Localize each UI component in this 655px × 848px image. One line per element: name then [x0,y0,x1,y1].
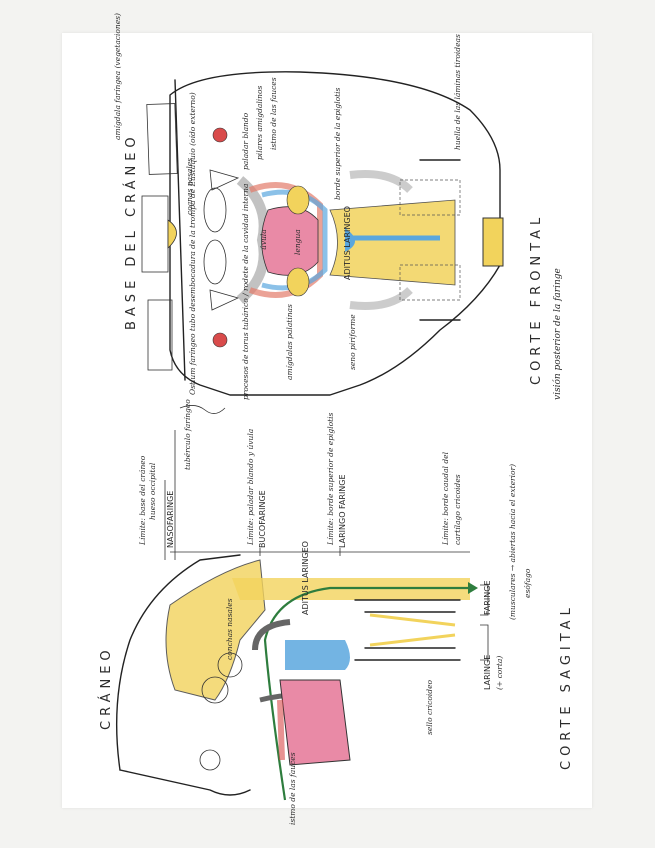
choana-left [204,188,226,232]
label-esofago-note: (musculares → abiertas hacia el exterior… [508,464,517,620]
sagittal-title: CORTE SAGITAL [559,603,574,770]
label-piriform: seno piriforme [348,314,357,370]
label-soft-palate: paladar blando [241,112,250,170]
label-palatine-tonsils: amígdalas palatinas [285,304,294,380]
label-laringe-sub: (+ corta) [495,656,504,690]
label-faringe: FARINGE [483,581,492,616]
label-epiglottis-edge: borde superior de la epiglotis [333,87,342,200]
tongue-sagittal [280,680,350,765]
tongue-base-blue [285,640,350,670]
tube-ostium-left [213,128,227,142]
limit-naso: Límite: base del cráneo [138,455,147,546]
skull-label: CRÁNEO [98,645,114,730]
frontal-section: BASE DEL CRÁNEO CORTE FRONTAL visión pos… [113,13,563,400]
tongue-red [280,700,282,760]
torus-left [210,170,238,190]
label-thyroid-imprint: huella de las láminas tiroideas [453,34,462,150]
label-torus: procesos de torus tubárico / rodete de l… [241,184,250,400]
sagittal-section: CORTE SAGITAL CRÁNEO NASOFARINGE BUCOFAR… [98,399,574,825]
tube-ostium-right [213,333,227,347]
larynx-lines [355,600,460,660]
label-tongue: lengua [293,229,302,255]
label-choanae: coanas nasales [185,158,194,215]
airflow-arrow-head [468,582,478,594]
label-sello: sello cricoideo [425,679,434,735]
label-pillars: pilares amigdalinos [255,85,264,160]
lip-circle [200,750,220,770]
skull-base-title: BASE DEL CRÁNEO [123,132,139,330]
naso-note-tubercle: tubérculo faríngeo [183,399,192,470]
region-laringo: LARINGO FARINGE [338,474,347,548]
naso-note-occipital: hueso occipital [148,462,157,520]
palatine-tonsil-right [287,268,309,296]
limit-extra-1: Límite: borde caudal del [441,451,450,546]
label-fauces: istmo de las fauces [269,77,278,150]
label-aditus-sagittal: ADITUS LARINGEO [301,541,310,615]
label-uvula: úvula [259,229,268,250]
soft-palate-sagittal [255,622,290,650]
skull-block-1 [147,104,177,175]
pharyngeal-tonsil [168,220,177,248]
label-esofago: esófago [523,568,532,598]
limit-laringo: Límite: borde superior de epiglotis [326,412,335,546]
esophagus-frontal [483,218,503,266]
tongue [262,207,319,276]
label-pharyngeal-tonsil: amígdala faríngea (vegetaciones) [113,13,122,140]
label-conchas: conchas nasales [225,598,234,660]
limit-extra-2: cartílago cricoides [453,474,462,545]
vocal-cord-yellow [370,615,455,645]
palatine-tonsil-left [287,186,309,214]
label-ostium: Ostium faríngeo tubo desembocadura de la… [188,92,197,395]
skull-block-3 [148,300,172,370]
choana-right [204,240,226,284]
piriform-right [350,290,410,306]
skull-block-2 [142,196,168,272]
label-istmo-sagittal: istmo de las fauces [288,752,297,825]
frontal-title: CORTE FRONTAL [529,213,544,385]
jaw-outline [120,770,250,795]
frontal-subtitle: visión posterior de la faringe [552,268,563,400]
piriform-left [350,174,410,190]
limit-buco: Límite: paladar blando y úvula [246,429,255,546]
label-aditus-frontal: ADITUS LARINGEO [343,206,352,280]
region-naso: NASOFARINGE [166,491,175,548]
torus-right [210,290,238,310]
region-buco: BUCOFARINGE [258,490,267,548]
